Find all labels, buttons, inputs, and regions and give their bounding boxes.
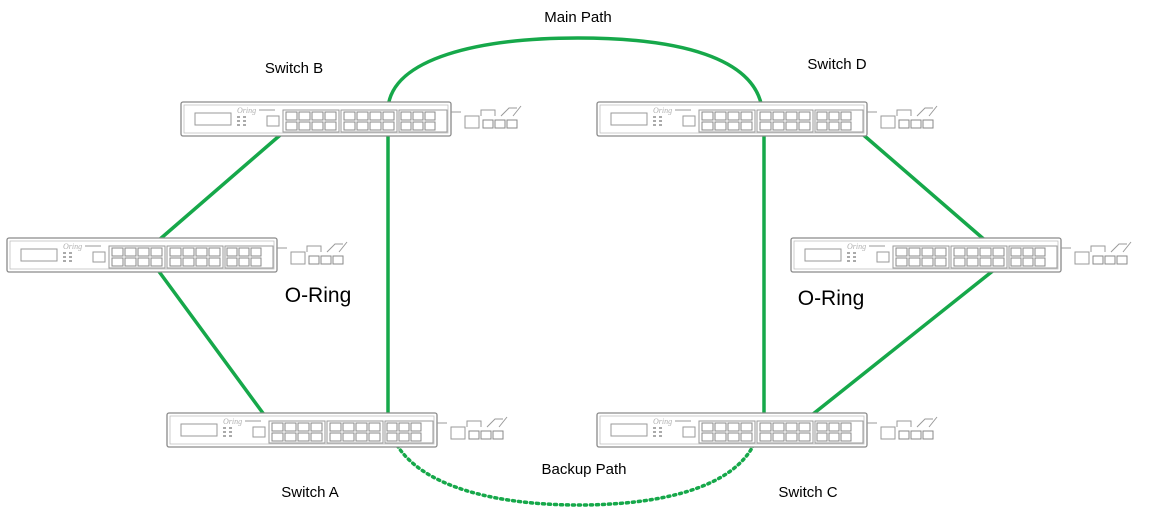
switch-device-a bbox=[166, 412, 508, 448]
ring-right-label: O-Ring bbox=[798, 287, 865, 310]
switch-b-label: Switch B bbox=[265, 60, 323, 77]
ring-right-link-c bbox=[796, 260, 1006, 428]
ring-left-label: O-Ring bbox=[285, 284, 352, 307]
ring-right-link-d bbox=[858, 130, 996, 250]
switch-device-left-ring bbox=[6, 237, 348, 273]
ring-left-link-a bbox=[150, 260, 270, 422]
switch-d-label: Switch D bbox=[807, 56, 866, 73]
backup-path-label: Backup Path bbox=[541, 461, 626, 478]
switch-device-b bbox=[180, 101, 522, 137]
main-path-label: Main Path bbox=[544, 9, 612, 26]
main-path-link bbox=[386, 36, 764, 110]
ring-left-link-b bbox=[150, 128, 288, 248]
switch-device-d bbox=[596, 101, 938, 137]
backup-path-link bbox=[392, 438, 758, 507]
switch-c-label: Switch C bbox=[778, 484, 837, 501]
switch-device-right-ring bbox=[790, 237, 1132, 273]
switch-a-label: Switch A bbox=[281, 484, 339, 501]
switch-device-c bbox=[596, 412, 938, 448]
